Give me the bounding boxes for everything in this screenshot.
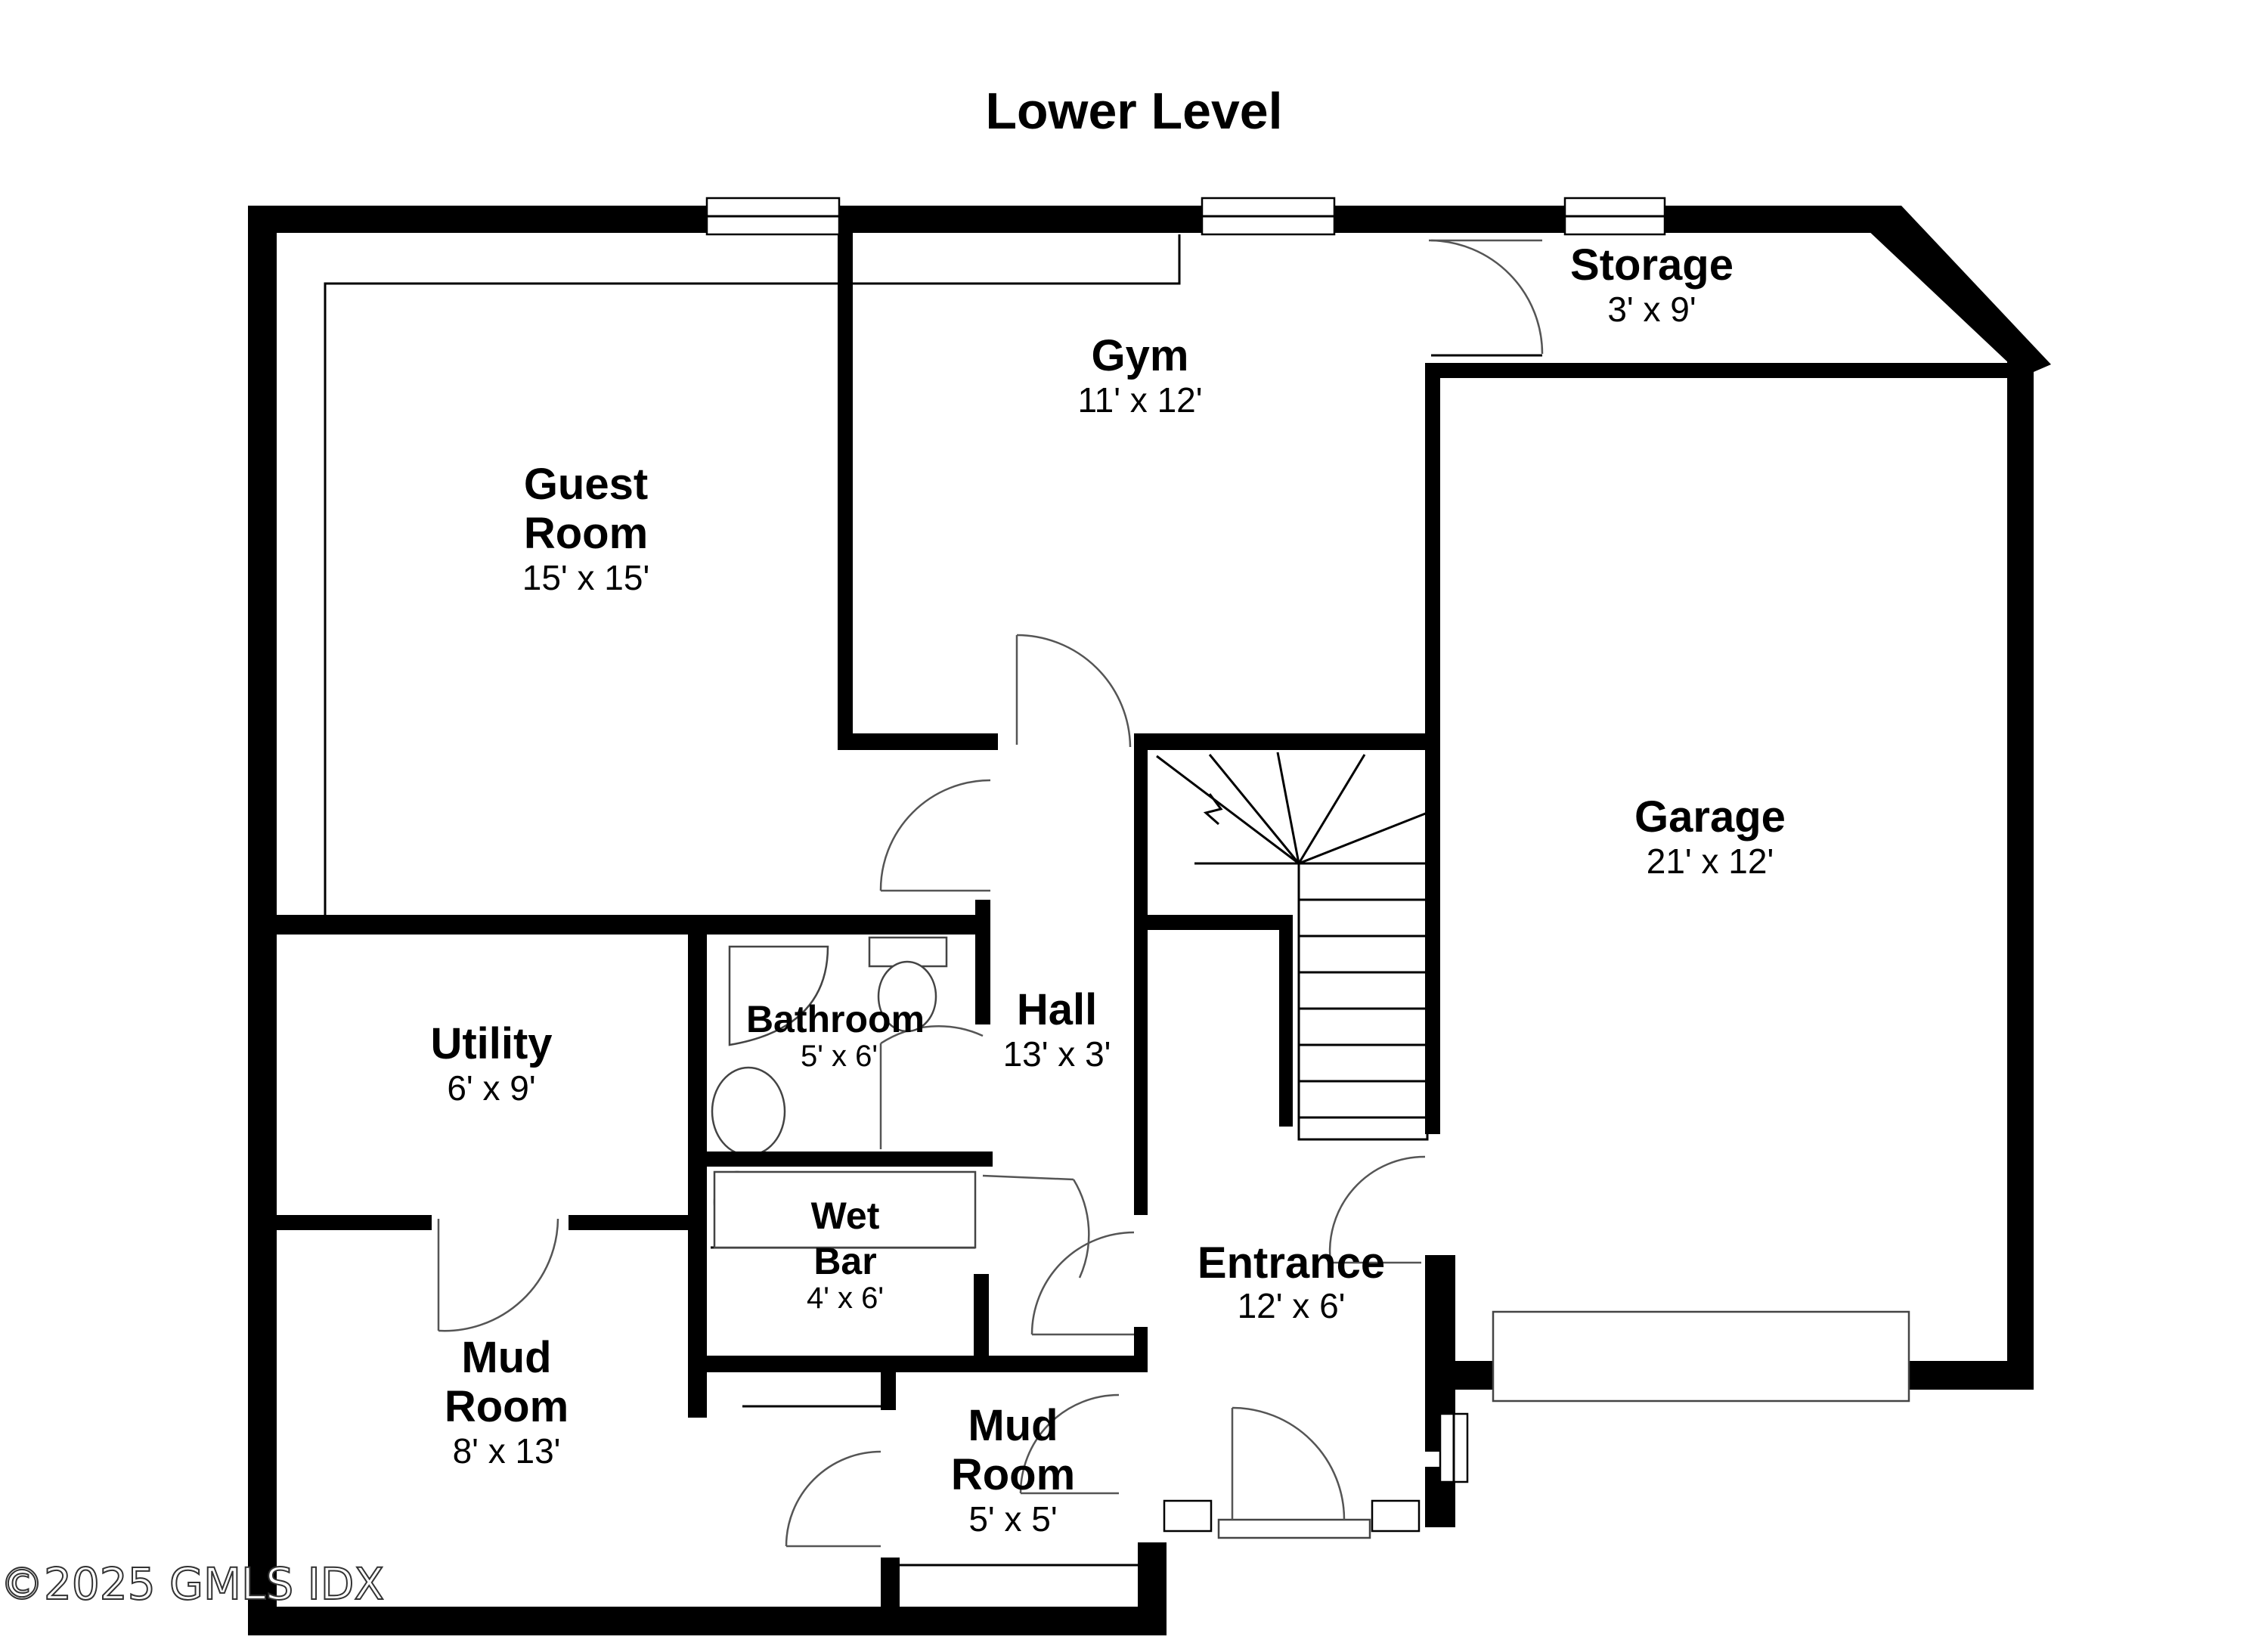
- room-dimensions: 11' x 12': [1077, 380, 1202, 420]
- room-label-gym: Gym 11' x 12': [1077, 331, 1202, 420]
- wet-bar-counter: [713, 1170, 977, 1249]
- door-storage: [1429, 239, 1544, 355]
- room-label-wet-bar: Wet Bar 4' x 6': [807, 1195, 884, 1315]
- window-entrance-side: [1439, 1412, 1469, 1483]
- door-guest-room: [879, 779, 991, 892]
- room-label-bathroom: Bathroom 5' x 6': [746, 998, 925, 1073]
- room-name: Hall: [1017, 985, 1097, 1034]
- room-dimensions: 3' x 9': [1607, 290, 1696, 329]
- room-name: Utility: [430, 1019, 552, 1068]
- room-dimensions: 6' x 9': [447, 1068, 535, 1108]
- bathroom-sink: [711, 1066, 786, 1157]
- room-name-line1: Mud: [461, 1333, 551, 1382]
- staircase: [1156, 752, 1429, 1141]
- door-mud-rooms: [1019, 1393, 1120, 1495]
- room-name-line1: Guest: [524, 460, 648, 509]
- wall-wet-bar-top: [696, 1152, 974, 1167]
- room-name-line2: Room: [445, 1382, 569, 1431]
- door-front: [1217, 1406, 1371, 1539]
- garage-door: [1492, 1310, 1910, 1403]
- plan-title: Lower Level: [985, 82, 1282, 140]
- door-mud-room: [785, 1450, 881, 1548]
- room-name-line1: Wet: [811, 1195, 880, 1237]
- watermark: ©2025 GMLS IDX: [0, 1558, 384, 1610]
- room-dimensions: 5' x 5': [968, 1499, 1057, 1539]
- room-dimensions: 15' x 15': [522, 558, 649, 597]
- window-entrance-left: [1163, 1499, 1213, 1533]
- room-label-storage: Storage 3' x 9': [1570, 240, 1734, 329]
- room-name-line2: Room: [524, 509, 648, 558]
- bathroom-fixtures: [711, 936, 977, 1249]
- room-name: Gym: [1092, 331, 1189, 380]
- room-label-garage: Garage 21' x 12': [1634, 792, 1786, 881]
- room-label-utility: Utility 6' x 9': [430, 1019, 552, 1108]
- room-name: Garage: [1634, 792, 1786, 842]
- room-label-mud-room-small: Mud Room 5' x 5': [951, 1401, 1075, 1539]
- room-label-guest-room: Guest Room 15' x 15': [522, 460, 649, 597]
- door-bathroom: [879, 1025, 984, 1149]
- room-label-entrance: Entrance 12' x 6': [1198, 1238, 1385, 1325]
- room-dimensions: 4' x 6': [807, 1282, 884, 1315]
- room-dimensions: 12' x 6': [1238, 1286, 1346, 1325]
- room-name: Storage: [1570, 240, 1734, 290]
- room-name-line1: Mud: [968, 1401, 1058, 1450]
- room-name-line2: Room: [951, 1450, 1075, 1499]
- room-name: Bathroom: [746, 998, 925, 1040]
- room-dimensions: 5' x 6': [801, 1040, 878, 1073]
- toilet-bowl: [877, 960, 937, 1033]
- room-dimensions: 8' x 13': [453, 1431, 561, 1471]
- room-dimensions: 13' x 3': [1003, 1034, 1111, 1074]
- door-garage: [1328, 1155, 1426, 1264]
- door-wet-bar: [982, 1174, 1090, 1279]
- door-hall-entrance: [1030, 1231, 1135, 1336]
- room-dimensions: 21' x 12': [1647, 842, 1774, 881]
- room-name-line2: Bar: [813, 1240, 876, 1282]
- window-guest-room: [705, 197, 841, 236]
- room-label-hall: Hall 13' x 3': [1003, 985, 1111, 1074]
- door-utility: [437, 1218, 559, 1332]
- door-gym: [1015, 634, 1132, 748]
- window-entrance-right: [1371, 1499, 1421, 1533]
- windows: [705, 197, 1666, 1533]
- shower: [728, 945, 829, 1046]
- window-storage: [1563, 197, 1666, 236]
- room-label-mud-room-large: Mud Room 8' x 13': [445, 1333, 569, 1471]
- room-name: Entrance: [1198, 1238, 1385, 1288]
- window-gym: [1201, 197, 1336, 236]
- doors: [437, 239, 1544, 1548]
